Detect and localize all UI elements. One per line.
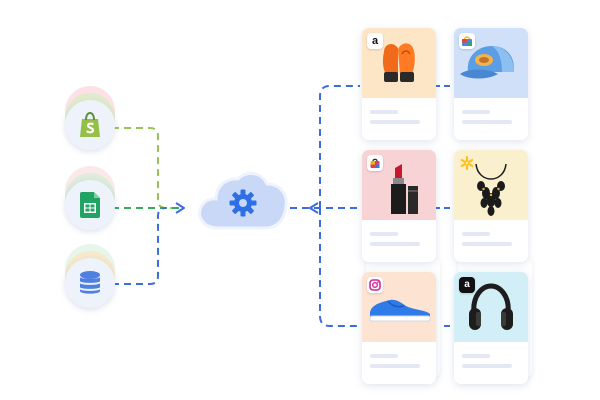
placeholder-line <box>462 110 490 114</box>
shopify-connector <box>112 127 180 209</box>
placeholder-line <box>370 364 420 368</box>
placeholder-line <box>462 120 512 124</box>
arrowhead-in <box>175 202 185 214</box>
marketplace-card-shop-app: a <box>454 272 528 384</box>
boxing-glove-icon <box>382 43 415 82</box>
placeholder-line <box>370 110 398 114</box>
shopify-bag-icon <box>80 111 100 137</box>
placeholder-line <box>462 354 490 358</box>
marketplace-card-google-shopping <box>454 28 528 140</box>
shopify-badge <box>65 100 115 150</box>
placeholder-line <box>462 242 512 246</box>
google-sheets-icon <box>80 192 100 218</box>
placeholder-line <box>370 232 398 236</box>
placeholder-line <box>370 354 398 358</box>
bag-logo-icon: a <box>459 277 475 293</box>
bag-logo-letter: a <box>464 279 470 290</box>
google-shopping-icon <box>459 33 475 49</box>
source-google-sheets <box>62 166 118 230</box>
shopping-bag-icon <box>367 155 383 171</box>
placeholder-line <box>370 120 420 124</box>
necklace-icon <box>475 163 507 216</box>
arrowhead-out <box>309 202 319 214</box>
bottom-branch-connector <box>319 208 360 327</box>
placeholder-line <box>370 242 420 246</box>
gear-icon <box>229 189 257 217</box>
cap-icon <box>460 46 514 79</box>
marketplace-card-amazon: a <box>362 28 436 140</box>
database-connector <box>112 207 167 285</box>
instagram-icon <box>367 277 383 293</box>
database-badge <box>65 258 115 308</box>
marketplace-card-shop <box>362 150 436 262</box>
placeholder-line <box>462 364 512 368</box>
sneaker-icon <box>369 299 431 322</box>
sheets-badge <box>65 180 115 230</box>
marketplace-card-instagram <box>362 272 436 384</box>
integration-hub <box>196 166 290 236</box>
source-shopify <box>62 86 118 150</box>
amazon-logo-icon: a <box>367 33 383 49</box>
lipstick-icon <box>391 164 418 214</box>
placeholder-line <box>462 232 490 236</box>
headphones-icon <box>469 283 513 330</box>
amazon-logo-letter: a <box>371 34 379 47</box>
top-branch-connector <box>319 85 360 208</box>
walmart-spark-icon <box>459 155 475 171</box>
source-database <box>62 244 118 308</box>
marketplace-card-walmart <box>454 150 528 262</box>
database-icon <box>80 271 100 294</box>
